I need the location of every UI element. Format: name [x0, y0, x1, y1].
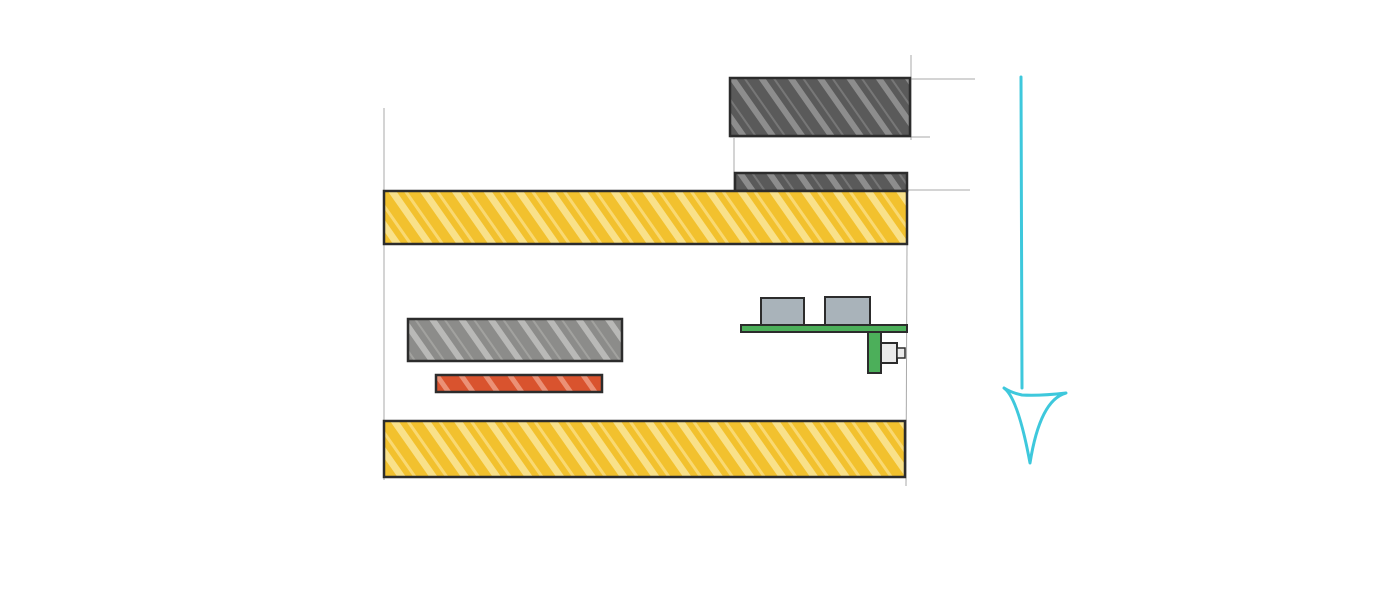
small-box-right	[824, 296, 871, 327]
top-yellow-bar	[382, 189, 909, 246]
down-arrow-icon	[1002, 75, 1068, 465]
bracket-connector	[880, 342, 898, 364]
middle-gray-block	[406, 317, 624, 363]
small-box-left	[760, 297, 805, 327]
bottom-yellow-bar	[382, 419, 907, 479]
green-shelf	[740, 324, 908, 333]
dark-strip	[733, 171, 909, 193]
orange-strip	[434, 373, 604, 394]
top-dark-block	[728, 76, 912, 138]
bracket-connector-tab	[896, 347, 906, 359]
green-bracket	[867, 331, 882, 374]
